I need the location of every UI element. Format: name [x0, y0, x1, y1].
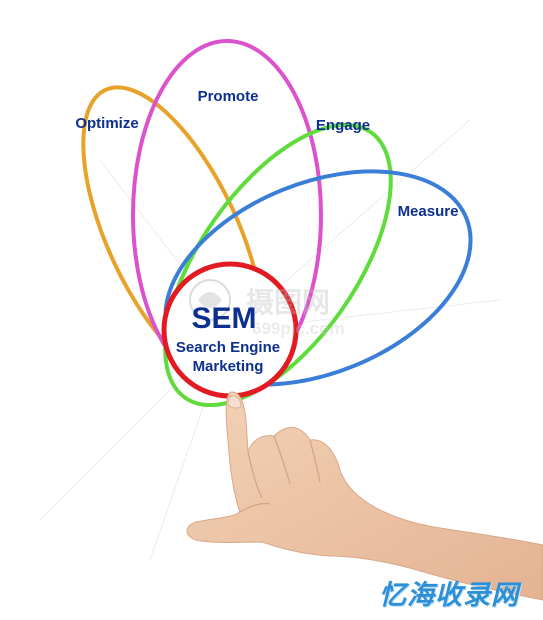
petal-engage-ellipse — [163, 122, 393, 408]
petal-label-promote: Promote — [198, 88, 259, 105]
pointing-hand — [186, 391, 543, 601]
center-line-1: Search Engine — [176, 339, 280, 356]
petal-label-optimize: Optimize — [75, 115, 138, 132]
watermark-logo: 摄图网 699pic.com — [189, 279, 345, 338]
footer-watermark: 忆海收录网 — [379, 580, 519, 611]
petal-label-engage: Engage — [316, 117, 370, 134]
watermark-sub: 699pic.com — [252, 319, 345, 338]
watermark-main: 摄图网 — [246, 287, 330, 318]
center-title: SEM — [191, 302, 256, 335]
petal-label-measure: Measure — [398, 203, 459, 220]
center-line-2: Marketing — [193, 358, 264, 375]
